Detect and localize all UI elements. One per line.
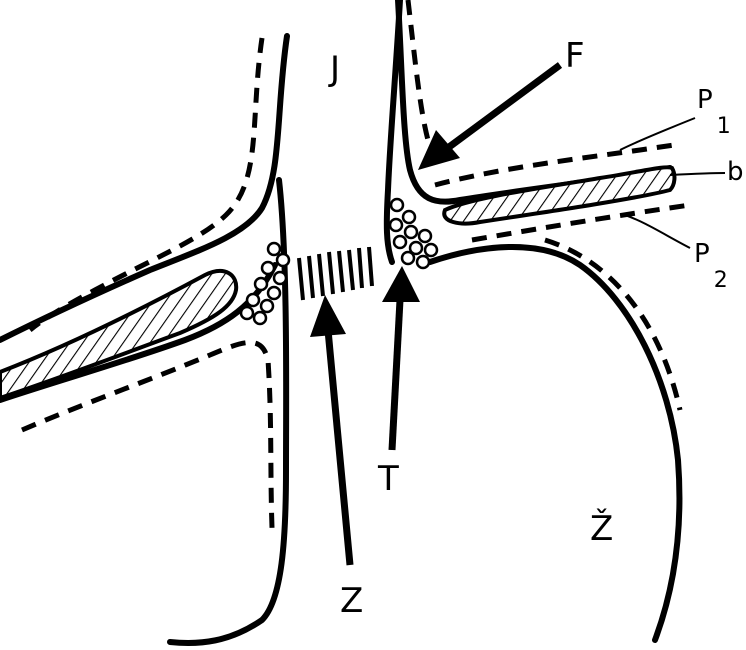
arrow-t (382, 266, 420, 451)
label-p1-sub: 1 (717, 114, 731, 139)
right-hatched-process (442, 165, 677, 226)
label-f: F (565, 36, 585, 76)
right-membrane-lower (427, 243, 683, 643)
left-hatched-process (0, 269, 239, 401)
arrow-z (310, 295, 354, 566)
right-membrane-vertical (383, 0, 403, 265)
left-dashed-envelope-lower (21, 340, 275, 529)
label-b: b (727, 157, 744, 187)
label-p1-main: P (697, 85, 713, 115)
right-cell (383, 0, 691, 643)
label-t: T (377, 459, 399, 499)
leader-b (669, 172, 726, 176)
left-membrane-vertical (167, 177, 290, 646)
right-dashed-envelope-outer (544, 237, 683, 411)
label-zh: Ž (590, 508, 613, 549)
arrow-f (418, 62, 563, 170)
junction-striations (297, 246, 374, 301)
right-dashed-envelope-upper (434, 141, 681, 188)
vesicles-left (239, 241, 291, 326)
label-p2: P 2 (694, 239, 728, 293)
label-p2-main: P (694, 239, 710, 269)
right-dashed-envelope-top (405, 0, 431, 141)
left-cell (0, 33, 290, 646)
leader-p2 (624, 214, 691, 249)
leader-p1 (619, 117, 696, 151)
label-p2-sub: 2 (714, 268, 728, 293)
vesicles-right (388, 197, 439, 270)
left-membrane-upper (0, 33, 290, 343)
label-p1: P 1 (697, 85, 731, 139)
label-j: J (328, 49, 340, 89)
label-z: Z (340, 581, 363, 621)
right-dashed-envelope-lower (471, 202, 691, 243)
